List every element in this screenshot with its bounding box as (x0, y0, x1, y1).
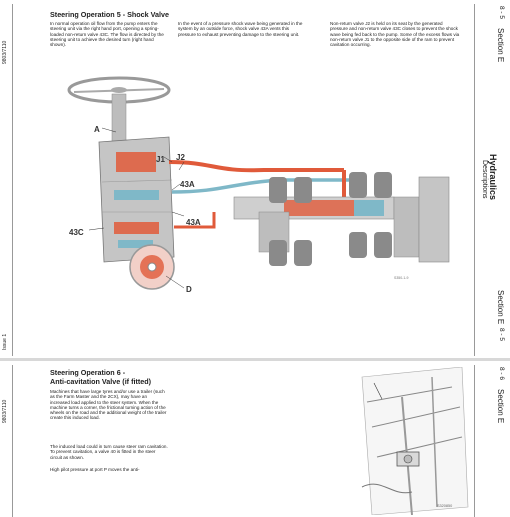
page-title: Steering Operation 5 - Shock Valve (50, 10, 170, 19)
paragraph-col1: In normal operation oil flow from the pu… (50, 21, 164, 48)
page-title-line2: Anti-cavitation Valve (if fitted) (50, 377, 152, 386)
doc-code: 9803/7110 (2, 399, 8, 423)
right-margin-rule (474, 365, 475, 517)
manual-page-8-6: 9803/7110 Steering Operation 6 - Anti-ca… (0, 361, 510, 517)
label-43A-lower: 43A (186, 218, 201, 227)
label-J2: J2 (176, 153, 185, 162)
steering-axle-icon (233, 196, 420, 258)
section-label-bottom: Section E (496, 290, 505, 325)
page-divider (0, 358, 510, 361)
steering-unit-icon (98, 136, 175, 263)
subchapter-label: Descriptions (481, 160, 488, 199)
left-margin-rule (12, 4, 13, 356)
paragraph-3: High pilot pressure at port P moves the … (50, 467, 140, 472)
figure-reference: S320850 (437, 504, 452, 508)
page-number-top: 8 - 5 (498, 6, 505, 20)
paragraph-col2: In the event of a pressure shock wave be… (178, 21, 303, 37)
label-A: A (94, 125, 100, 134)
manual-page-8-5: 9803/7110 Issue 1 Steering Operation 5 -… (2, 4, 505, 356)
label-D: D (186, 285, 192, 294)
paragraph-2: The induced load could in turn cause ste… (50, 444, 168, 460)
wheel-icon (269, 172, 392, 266)
label-43C: 43C (69, 228, 84, 237)
label-43A-upper: 43A (180, 180, 195, 189)
page-number-bottom: 8 - 5 (498, 328, 505, 342)
left-margin-rule (12, 365, 13, 517)
paragraph-col3: Non-return valve J2 is held on its seat … (330, 21, 460, 48)
pump-gear-icon (129, 244, 175, 290)
anti-cavitation-valve-illustration: S320850 (342, 367, 472, 515)
paragraph-1: Machines that have large tyres and/or us… (50, 389, 167, 421)
section-label-top: Section E (496, 28, 505, 63)
label-J1: J1 (156, 155, 165, 164)
figure-reference: S350-1-9 (394, 276, 408, 280)
doc-code: 9803/7110 (2, 40, 8, 64)
page-number: 8 - 6 (498, 367, 505, 381)
issue-label: Issue 1 (2, 333, 8, 350)
section-label: Section E (496, 389, 505, 424)
page-title-line1: Steering Operation 6 - (50, 368, 126, 377)
chapter-label: Hydraulics (488, 154, 498, 201)
steering-circuit-diagram: A J1 J2 43A 43A 43C D S350-1-9 (67, 76, 450, 294)
right-margin-rule (474, 4, 475, 356)
